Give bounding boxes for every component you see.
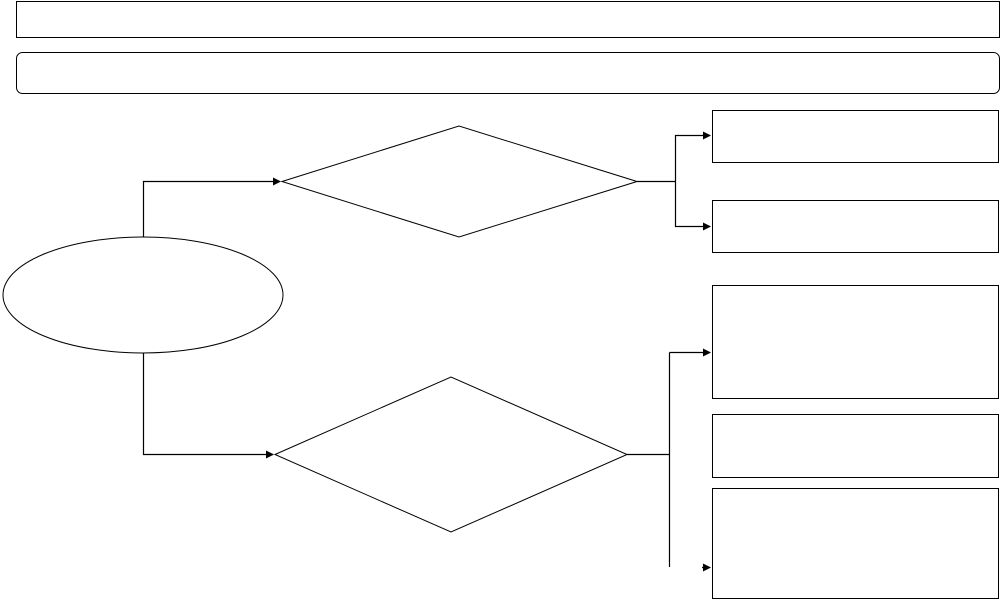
connector-upper-decision-to-outcome-2 (674, 181, 711, 231)
outcome-lower-1 (712, 285, 999, 399)
connector-start-to-upper-decision (142, 177, 281, 237)
connector-start-to-lower-decision (142, 353, 274, 459)
connector-upper-decision-to-outcome-1 (674, 131, 711, 182)
subtitle-box (16, 52, 1000, 94)
decision-upper (280, 125, 639, 238)
decision-lower (273, 376, 629, 533)
outcome-lower-3 (712, 488, 999, 599)
outcome-lower-2 (712, 414, 999, 478)
outcome-upper-2 (712, 200, 999, 253)
start-ellipse (2, 236, 284, 354)
outcome-upper-1 (712, 110, 999, 163)
title-box (16, 1, 1000, 38)
